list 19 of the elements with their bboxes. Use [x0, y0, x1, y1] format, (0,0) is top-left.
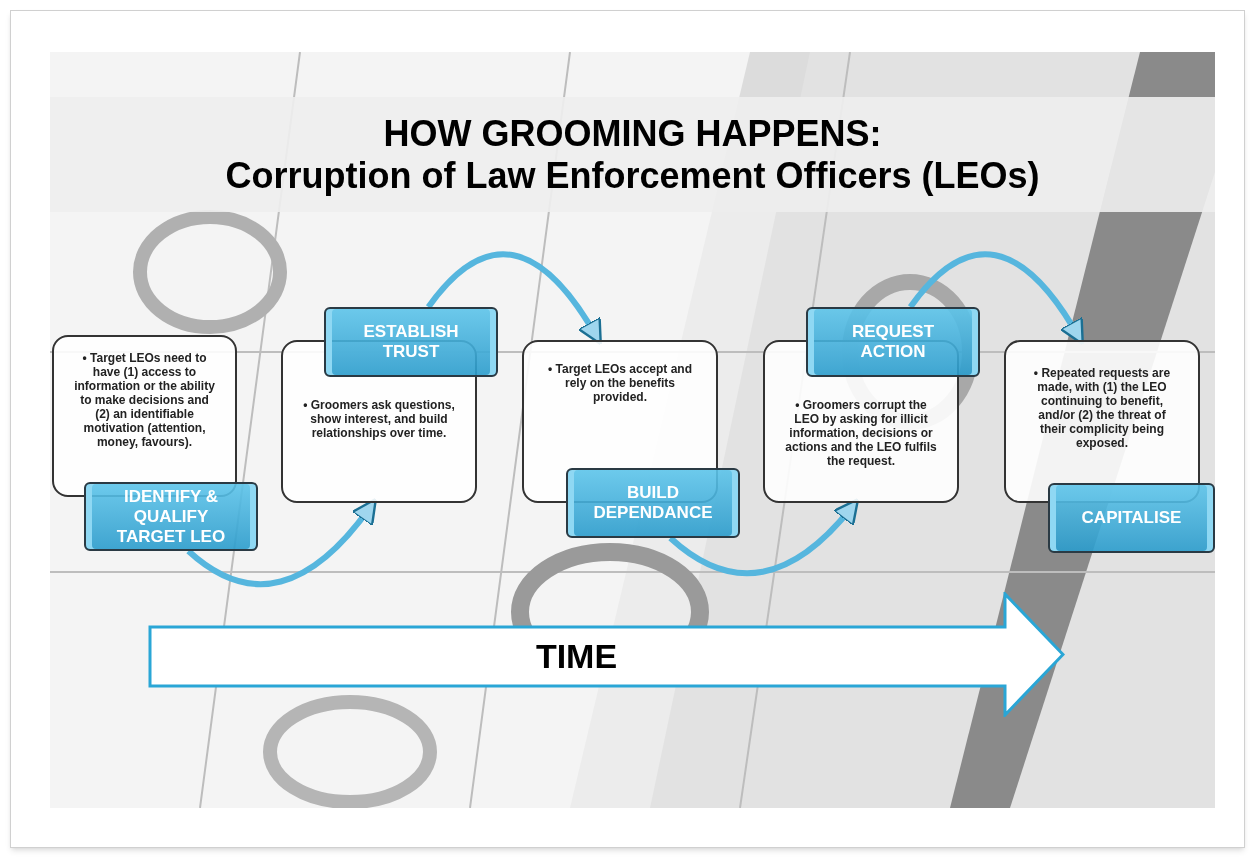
step-tab	[566, 468, 740, 538]
step-title: BUILD DEPENDANCE	[592, 483, 714, 523]
step-tab	[324, 307, 498, 377]
description-box	[1004, 340, 1200, 503]
step-tab	[1048, 483, 1215, 553]
description-text: • Target LEOs accept and rely on the benefits provided.	[547, 362, 693, 404]
step-tab	[806, 307, 980, 377]
title: HOW GROOMING HAPPENS: Corruption of Law Enforcement Officers (LEOs)	[225, 112, 1040, 197]
step-title: REQUEST ACTION	[850, 322, 936, 362]
step-title: IDENTIFY & QUALIFY TARGET LEO	[115, 486, 227, 547]
arrow-label: TIME	[535, 636, 618, 677]
description-text: • Repeated requests are made, with (1) the LEO continuing to benefit, and/or (2) the threat of their complicity being exposed.	[1032, 366, 1172, 450]
description-text: • Groomers ask questions, show interest, and build relationships over time.	[303, 398, 455, 440]
timeline-arrow	[148, 592, 1065, 717]
step-title: ESTABLISH TRUST	[362, 322, 460, 362]
step-title: CAPITALISE	[1081, 508, 1182, 528]
description-text: • Groomers corrupt the LEO by asking for illicit information, decisions or actions and the LEO fulfils the request.	[785, 398, 937, 468]
step-tab	[84, 482, 258, 551]
description-text: • Target LEOs need to have (1) access to information or the ability to make decisions and (2) an identifiable motivation (attention, money, favours).	[74, 351, 215, 449]
